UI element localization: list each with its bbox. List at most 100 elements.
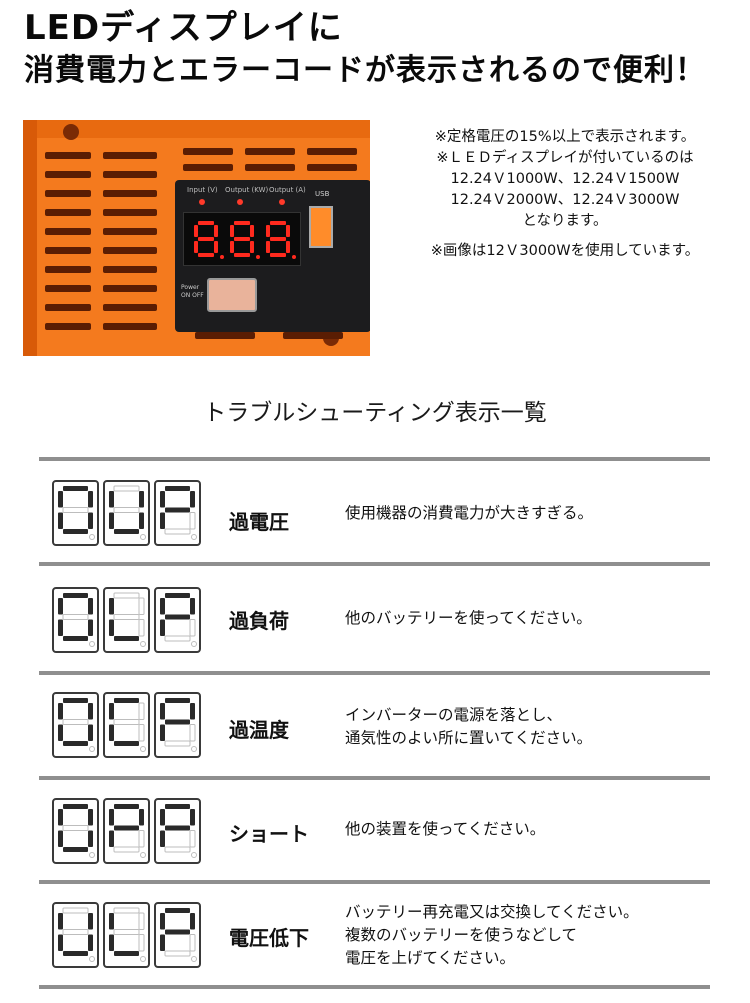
vent-slot [45,247,91,254]
segment-b [190,809,195,826]
segment-e [58,830,63,847]
vent-slot [45,152,91,159]
segment-e [160,512,165,529]
vent-slot [245,148,295,155]
segment-g [113,929,140,935]
segment-a [62,907,89,914]
segment-b [88,703,93,720]
error-description-line: 他の装置を使ってください。 [345,820,546,838]
power-states-text: ON OFF [181,292,204,299]
segment-a [165,593,190,598]
vent-slot [45,190,91,197]
inverter-photo: Input (V) Output (KW) Output (A) USB Pow… [23,120,370,356]
led-digit [230,221,254,257]
segment-f [266,225,270,237]
led-dot [292,255,296,259]
segment-f [109,809,114,826]
segment-d [234,253,250,257]
segment-e [109,619,114,636]
error-code-display [52,587,201,653]
error-description-line: 複数のバッテリーを使うなどして [345,926,578,944]
segment-dot [191,746,197,752]
segment-a [114,804,139,809]
divider [39,562,710,566]
segment-c [250,241,254,253]
segment-f [160,598,165,615]
divider [39,880,710,884]
led-dot [220,255,224,259]
segment-f [160,703,165,720]
segment-a [165,486,190,491]
segment-d [164,846,191,853]
headline-line-2: 消費電力とエラーコードが表示されるので便利！ [24,53,706,88]
segment-c [88,512,93,529]
error-description-line: 電圧を上げてください。 [345,949,516,967]
segment-b [250,225,254,237]
section-title: トラブルシューティング表示一覧 [203,400,547,426]
error-label: 過温度 [229,718,289,742]
segment-d [63,636,88,641]
led-dot [256,255,260,259]
vent-slot [45,285,91,292]
segment-g [62,614,89,620]
segment-a [63,804,88,809]
segment-b [138,912,145,930]
vent-slot [183,148,233,155]
inverter-top-edge [23,120,370,138]
segment-b [88,809,93,826]
error-description-line: 他のバッテリーを使ってください。 [345,609,592,627]
segment-g [62,929,89,935]
error-label: 過電圧 [229,510,289,534]
error-description: 他の装置を使ってください。 [345,818,545,841]
segment-e [58,724,63,741]
segment-digit [52,480,99,546]
error-code-display [52,692,201,758]
segment-e [109,512,114,529]
error-description: 他のバッテリーを使ってください。 [345,607,592,630]
segment-c [286,241,290,253]
segment-a [113,907,140,914]
segment-e [109,934,114,951]
segment-g [114,825,139,831]
segment-b [138,597,145,615]
vent-slot [45,171,91,178]
segment-dot [89,641,95,647]
note-line-3: 12.24Ｖ1000W、12.24Ｖ1500W [450,171,680,187]
segment-digit [103,692,150,758]
segment-dot [140,746,146,752]
usb-port-icon [309,206,333,248]
led-digit [194,221,218,257]
panel-label-input: Input (V) [187,186,218,194]
divider [39,457,710,461]
error-code-display [52,798,201,864]
segment-g [165,719,190,725]
segment-c [214,241,218,253]
segment-b [190,703,195,720]
panel-label-output-kw: Output (KW) [225,186,269,194]
segment-d [114,741,139,746]
segment-b [190,491,195,508]
segment-c [189,619,196,637]
segment-digit [154,692,201,758]
segment-a [113,485,140,492]
segment-a [113,592,140,599]
note-line-2: ※ＬＥＤディスプレイが付いているのは [436,150,694,166]
note-line-4: 12.24Ｖ2000W、12.24Ｖ3000W [450,192,680,208]
segment-dot [140,852,146,858]
error-description-line: インバーターの電源を落とし、 [345,706,563,724]
vent-slot [103,266,157,273]
segment-c [189,724,196,742]
vent-slot [103,323,157,330]
segment-g [113,507,140,513]
note-line-6: ※画像は12Ｖ3000Wを使用しています。 [430,243,700,259]
error-description: バッテリー再充電又は交換してください。 複数のバッテリーを使うなどして 電圧を上… [345,901,639,970]
segment-d [114,529,139,534]
segment-f [109,703,114,720]
segment-g [165,929,190,935]
segment-f [230,225,234,237]
error-label: 電圧低下 [229,926,309,950]
divider [39,671,710,675]
segment-dot [191,641,197,647]
segment-f [194,225,198,237]
note-line-5: となります。 [522,213,608,229]
